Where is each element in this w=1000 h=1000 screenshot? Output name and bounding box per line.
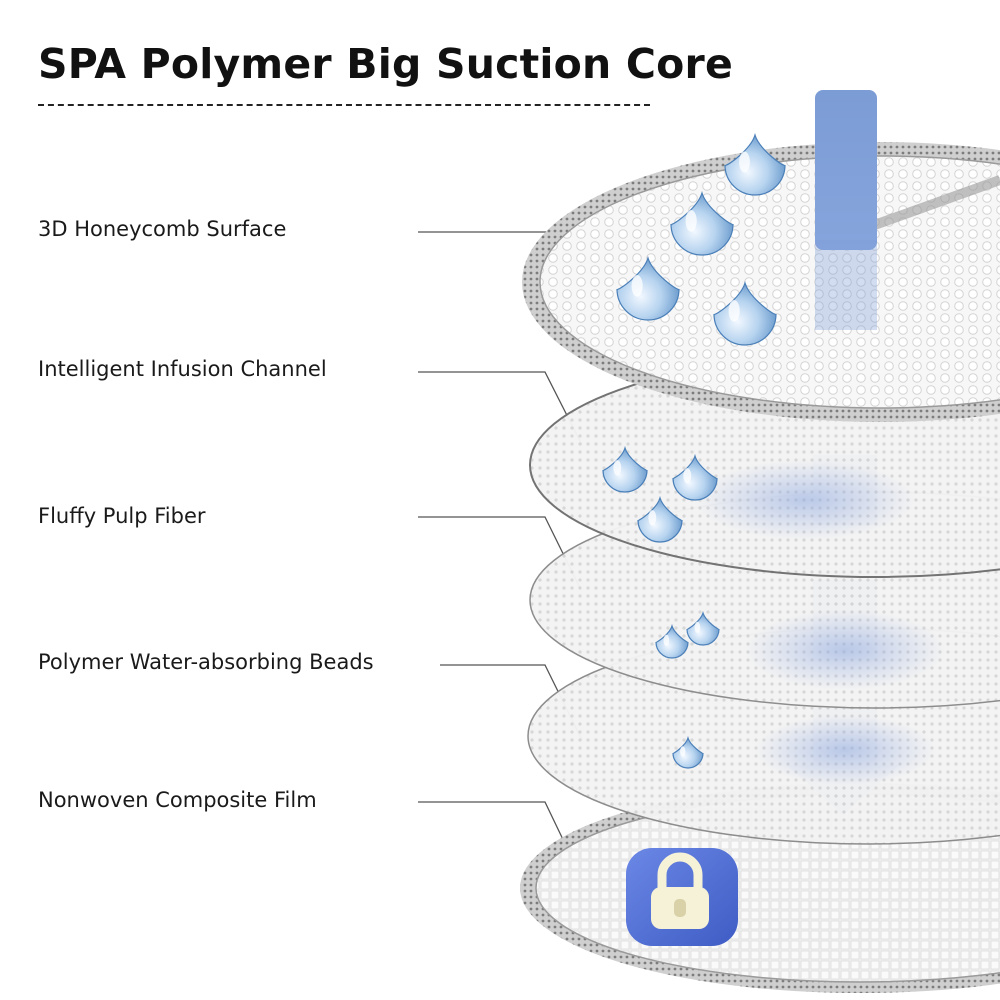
water-drop-icon	[602, 445, 648, 493]
lock-icon	[626, 848, 738, 946]
water-drop-icon	[724, 132, 786, 196]
water-drop-icon	[672, 453, 718, 501]
layer-label-film: Nonwoven Composite Film	[38, 788, 317, 812]
water-drop-icon	[686, 610, 720, 646]
water-drop-icon	[672, 735, 704, 769]
layer-label-honeycomb: 3D Honeycomb Surface	[38, 217, 287, 241]
layer-label-pulp: Fluffy Pulp Fiber	[38, 504, 206, 528]
water-drop-icon	[670, 190, 734, 256]
water-drops	[602, 132, 786, 769]
layer-label-infusion: Intelligent Infusion Channel	[38, 357, 327, 381]
water-drop-icon	[616, 255, 680, 321]
title-divider	[38, 104, 650, 106]
water-drop-icon	[655, 623, 689, 659]
arrow-segment-top	[815, 90, 877, 330]
water-drop-icon	[637, 495, 683, 543]
layer-label-beads: Polymer Water-absorbing Beads	[38, 650, 374, 674]
page-title: SPA Polymer Big Suction Core	[38, 40, 733, 88]
water-drop-icon	[713, 280, 777, 346]
layer-disc-honeycomb	[522, 142, 1000, 422]
